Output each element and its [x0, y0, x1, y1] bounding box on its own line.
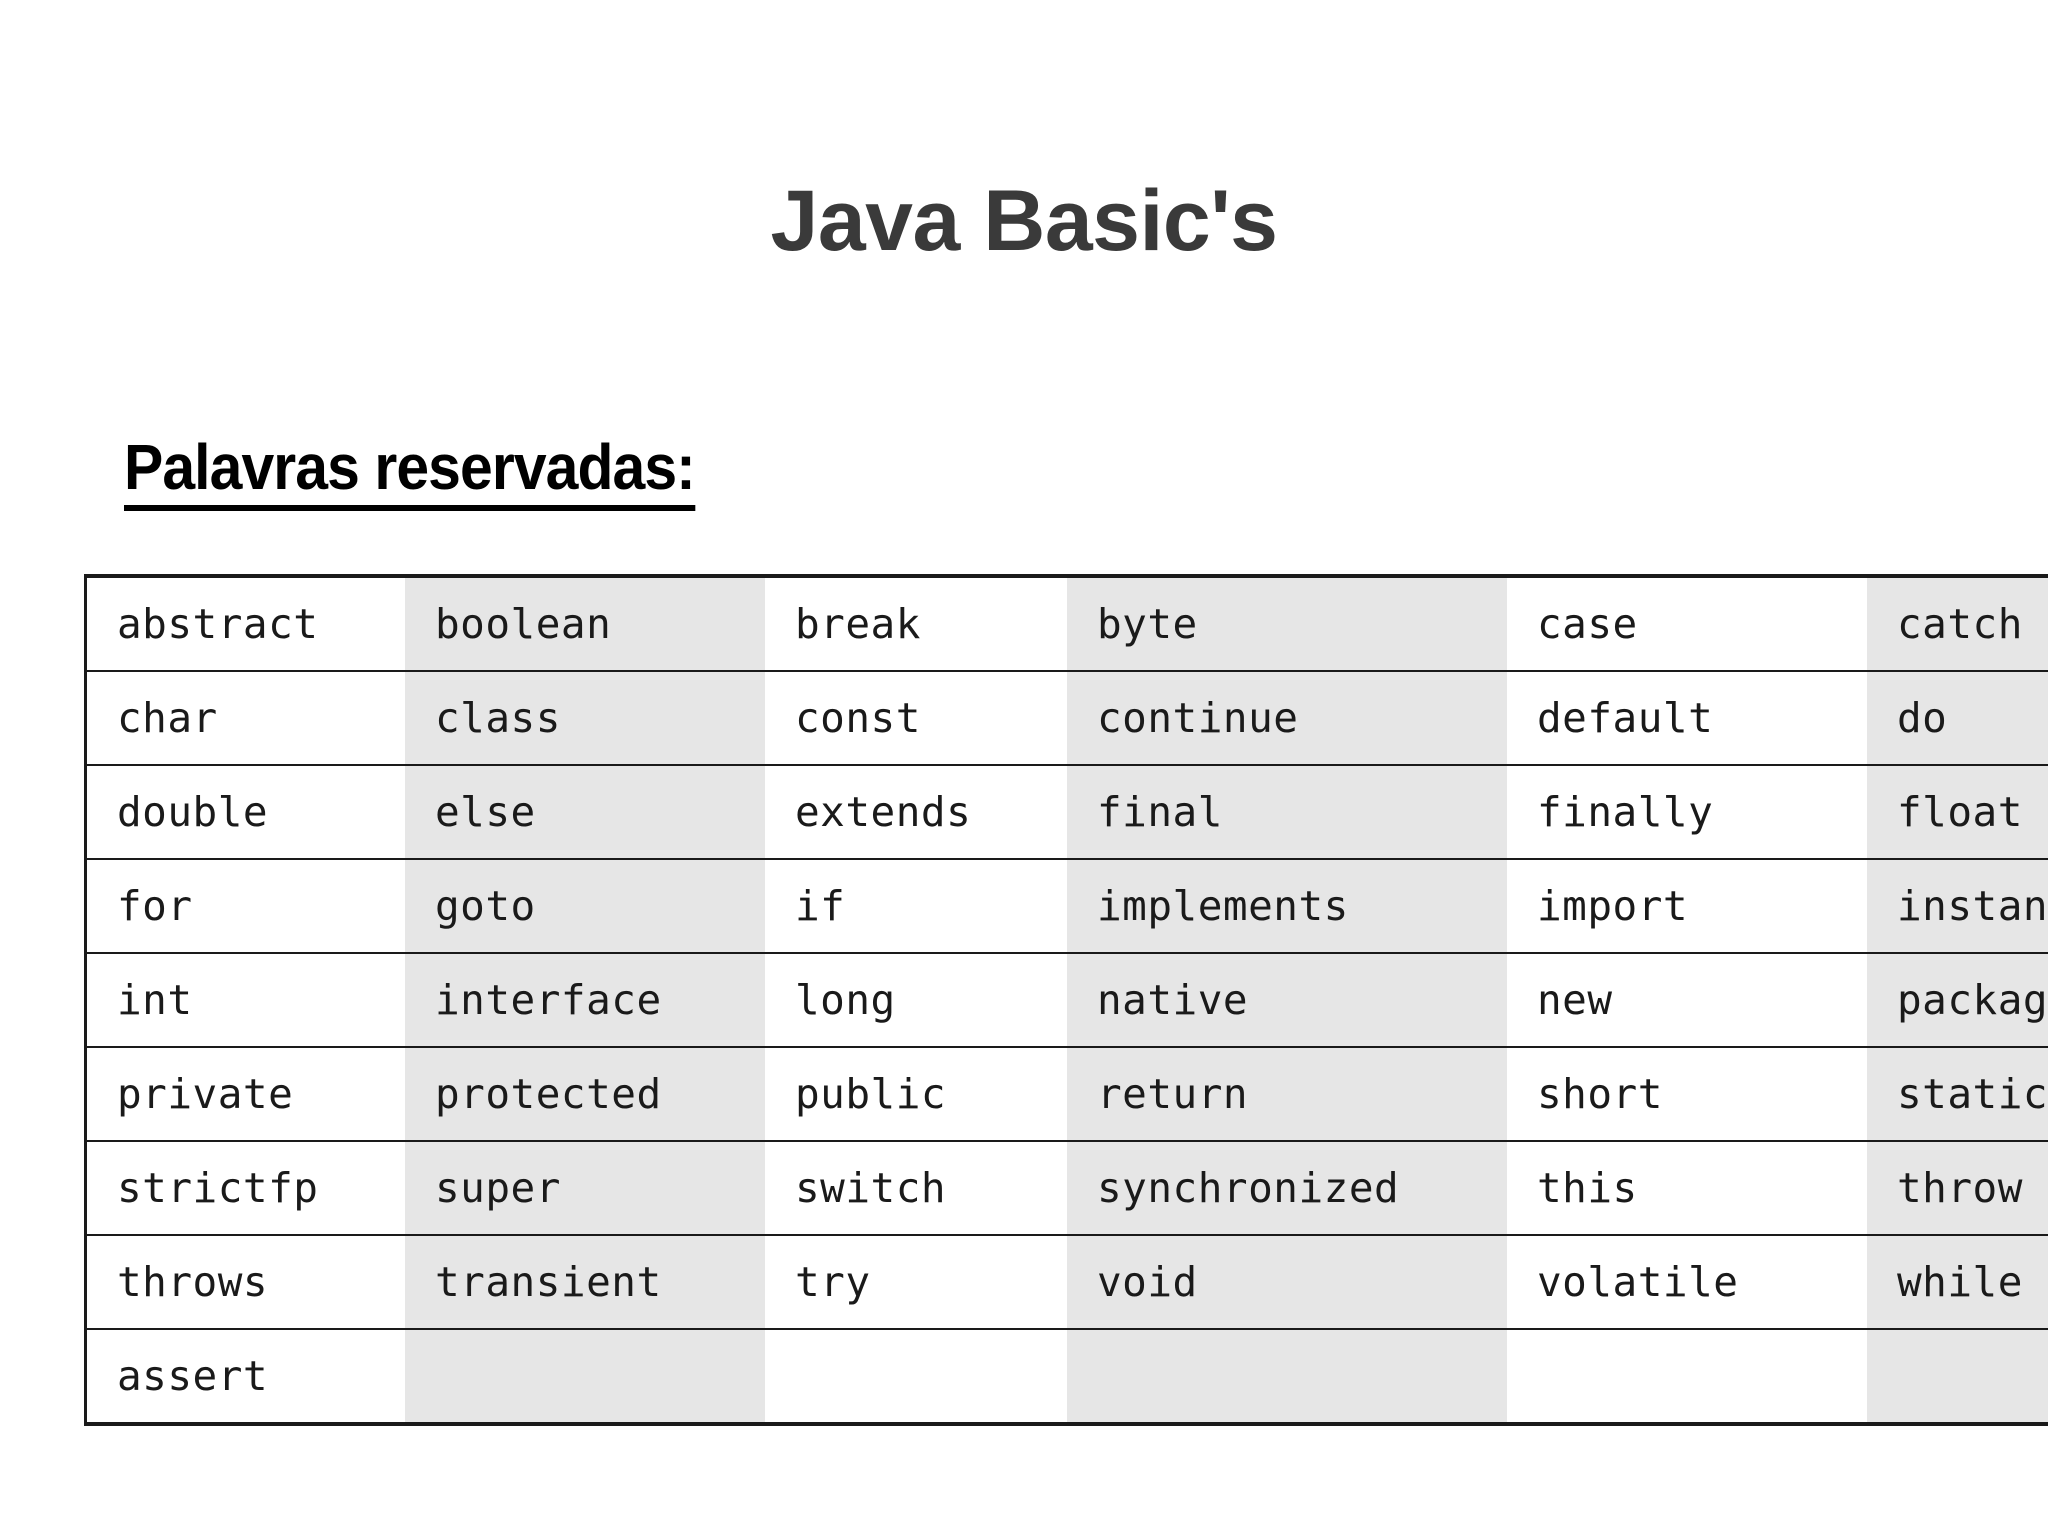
- keyword-cell: strictfp: [85, 1140, 405, 1235]
- keyword-cell: final: [1067, 764, 1507, 859]
- keyword-cell: static: [1867, 1046, 2048, 1141]
- keyword-cell: [765, 1328, 1067, 1424]
- keyword-cell: if: [765, 858, 1067, 953]
- keyword-cell: finally: [1507, 764, 1867, 859]
- keyword-cell: [1867, 1328, 2048, 1424]
- keyword-cell: this: [1507, 1140, 1867, 1235]
- keyword-cell: int: [85, 952, 405, 1047]
- keyword-cell: case: [1507, 576, 1867, 671]
- keyword-cell: continue: [1067, 670, 1507, 765]
- keyword-cell: catch: [1867, 576, 2048, 671]
- keyword-cell: [1067, 1328, 1507, 1424]
- keyword-cell: byte: [1067, 576, 1507, 671]
- keyword-cell: double: [85, 764, 405, 859]
- keyword-cell: short: [1507, 1046, 1867, 1141]
- keyword-cell: try: [765, 1234, 1067, 1329]
- section-heading-text: Palavras reservadas:: [124, 433, 696, 512]
- keyword-cell: volatile: [1507, 1234, 1867, 1329]
- keyword-cell: assert: [85, 1328, 405, 1424]
- keyword-cell: protected: [405, 1046, 765, 1141]
- keyword-cell: default: [1507, 670, 1867, 765]
- keyword-cell: instanceof: [1867, 858, 2048, 953]
- keyword-cell: throws: [85, 1234, 405, 1329]
- keyword-cell: new: [1507, 952, 1867, 1047]
- page-title: Java Basic's: [770, 173, 1278, 269]
- keyword-cell: return: [1067, 1046, 1507, 1141]
- table-row: intinterfacelongnativenewpackage: [85, 952, 2048, 1047]
- keyword-cell: [1507, 1328, 1867, 1424]
- keyword-cell: boolean: [405, 576, 765, 671]
- keyword-cell: char: [85, 670, 405, 765]
- keyword-cell: switch: [765, 1140, 1067, 1235]
- section-heading: Palavras reservadas:: [124, 433, 696, 512]
- keyword-cell: abstract: [85, 576, 405, 671]
- table-row: assert: [85, 1328, 2048, 1424]
- keyword-cell: goto: [405, 858, 765, 953]
- keyword-cell: interface: [405, 952, 765, 1047]
- keyword-cell: [405, 1328, 765, 1424]
- keyword-cell: float: [1867, 764, 2048, 859]
- keyword-cell: for: [85, 858, 405, 953]
- keyword-cell: do: [1867, 670, 2048, 765]
- keyword-cell: else: [405, 764, 765, 859]
- keyword-cell: public: [765, 1046, 1067, 1141]
- keyword-cell: private: [85, 1046, 405, 1141]
- keyword-cell: import: [1507, 858, 1867, 953]
- keyword-cell: long: [765, 952, 1067, 1047]
- keyword-cell: throw: [1867, 1140, 2048, 1235]
- keyword-cell: implements: [1067, 858, 1507, 953]
- keyword-cell: super: [405, 1140, 765, 1235]
- keyword-cell: package: [1867, 952, 2048, 1047]
- keyword-cell: void: [1067, 1234, 1507, 1329]
- keyword-cell: while: [1867, 1234, 2048, 1329]
- keyword-cell: extends: [765, 764, 1067, 859]
- table-row: forgotoifimplementsimportinstanceof: [85, 858, 2048, 953]
- keyword-cell: class: [405, 670, 765, 765]
- keyword-cell: synchronized: [1067, 1140, 1507, 1235]
- keyword-cell: transient: [405, 1234, 765, 1329]
- keyword-cell: const: [765, 670, 1067, 765]
- keyword-cell: break: [765, 576, 1067, 671]
- keyword-cell: native: [1067, 952, 1507, 1047]
